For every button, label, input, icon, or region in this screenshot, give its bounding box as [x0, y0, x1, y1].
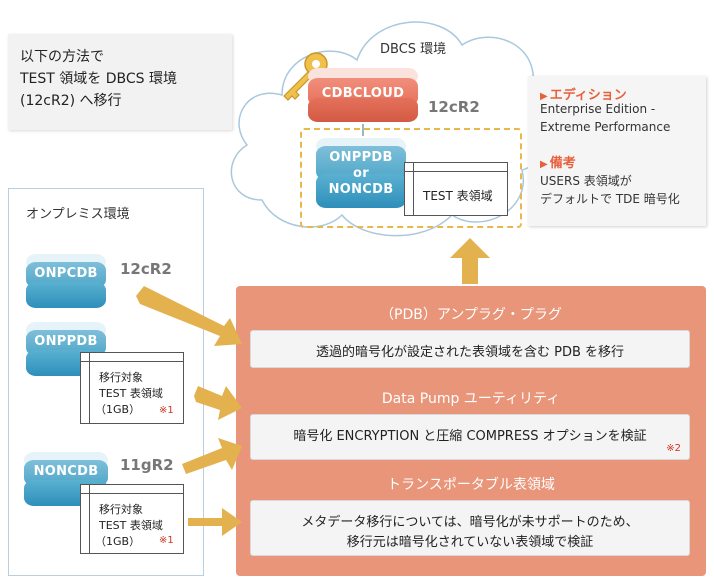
ts-line: 移行対象 [99, 503, 143, 516]
onprem-cdb: ONPCDB [26, 254, 106, 310]
cloud-pdb-line1: ONPPDB [329, 150, 393, 165]
method-desc: 透過的暗号化が設定された表領域を含む PDB を移行 [315, 345, 625, 360]
notes-line: デフォルトで TDE 暗号化 [540, 192, 680, 206]
onprem-noncdb-tablespace: 移行対象 TEST 表領域 （1GB） ※1 [80, 484, 184, 554]
method-desc: メタデータ移行については、暗号化が未サポートのため、 [301, 515, 639, 530]
intro-line: (12cR2) へ移行 [20, 93, 122, 109]
cloud-cdb: CDBCLOUD [308, 68, 418, 124]
cloud-title: DBCS 環境 [380, 42, 447, 57]
cloud-pdb-container [300, 128, 522, 228]
intro-line: 以下の方法で [20, 49, 104, 65]
edition-heading: エディション [540, 84, 627, 103]
onprem-noncdb-label: NONCDB [33, 464, 99, 479]
cloud-connector [362, 124, 364, 136]
cloud-pdb-line3: NONCDB [328, 182, 394, 197]
flow-arrow [194, 386, 242, 420]
ts-line: 移行対象 [99, 371, 143, 384]
up-arrow [450, 238, 490, 284]
flow-arrow [182, 438, 242, 474]
method-box: 透過的暗号化が設定された表領域を含む PDB を移行 [250, 330, 690, 368]
note-mark: ※2 [666, 443, 681, 454]
flow-arrow [136, 286, 242, 346]
onprem-pdb-tablespace: 移行対象 TEST 表領域 （1GB） ※1 [80, 352, 184, 424]
info-box: エディション Enterprise Edition - Extreme Perf… [528, 76, 706, 226]
cloud-tablespace: TEST 表領域 [404, 162, 508, 216]
note-mark: ※1 [159, 405, 174, 416]
ts-line: （1GB） [95, 535, 141, 548]
ts-line: （1GB） [95, 403, 141, 416]
cloud-tablespace-label: TEST 表領域 [423, 189, 493, 203]
onprem-cdb-label: ONPCDB [34, 266, 98, 281]
onprem-cdb-version: 12cR2 [120, 260, 172, 278]
method-title: Data Pump ユーティリティ [381, 391, 561, 407]
method-desc: 暗号化 ENCRYPTION と圧縮 COMPRESS オプションを検証 [293, 429, 647, 444]
onprem-pdb-label: ONPPDB [34, 334, 98, 349]
method-box: メタデータ移行については、暗号化が未サポートのため、 移行元は暗号化されていない… [250, 500, 690, 556]
cloud-cdb-label: CDBCLOUD [321, 86, 405, 101]
method-desc: 移行元は暗号化されていない表領域で検証 [346, 535, 594, 550]
flow-arrow [188, 508, 242, 536]
method-title: （PDB）アンプラグ・プラグ [380, 307, 562, 323]
notes-heading: 備考 [540, 152, 576, 171]
ts-line: TEST 表領域 [99, 387, 163, 400]
notes-line: USERS 表領域が [540, 174, 632, 188]
edition-line: Enterprise Edition - [540, 102, 656, 116]
intro-note: 以下の方法で TEST 領域を DBCS 環境 (12cR2) へ移行 [8, 34, 232, 130]
cloud-pdb: ONPPDB or NONCDB [316, 138, 406, 210]
onprem-noncdb-version: 11gR2 [120, 456, 174, 474]
note-mark: ※1 [159, 535, 174, 546]
cloud-version: 12cR2 [428, 98, 480, 116]
cloud-pdb-line2: or [353, 166, 369, 181]
intro-line: TEST 領域を DBCS 環境 [20, 71, 177, 87]
method-box: 暗号化 ENCRYPTION と圧縮 COMPRESS オプションを検証 ※2 [250, 414, 690, 460]
ts-line: TEST 表領域 [99, 519, 163, 532]
onprem-title: オンプレミス環境 [26, 207, 130, 222]
edition-line: Extreme Performance [540, 120, 671, 134]
method-title: トランスポータブル表領域 [387, 477, 555, 493]
